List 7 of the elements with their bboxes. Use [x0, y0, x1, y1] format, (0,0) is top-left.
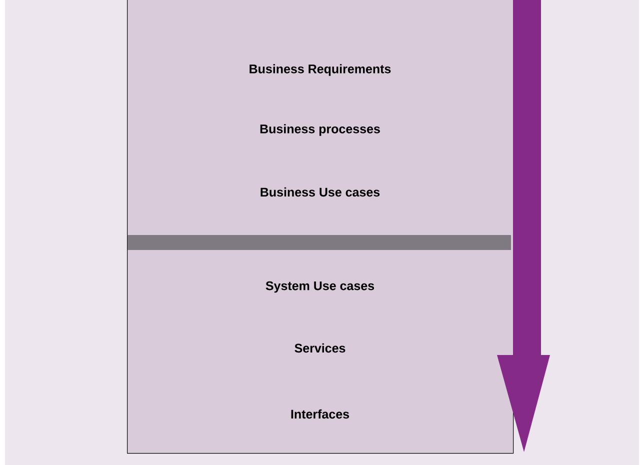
box-text: Services [294, 343, 346, 353]
box-text: System Use cases [266, 281, 374, 293]
box-text: Interfaces [291, 409, 350, 419]
box-text: Business processes [260, 124, 380, 136]
box-text: Business Use cases [260, 187, 380, 197]
layer-box [127, 0, 514, 454]
box-text: Business Requirements [250, 64, 391, 76]
